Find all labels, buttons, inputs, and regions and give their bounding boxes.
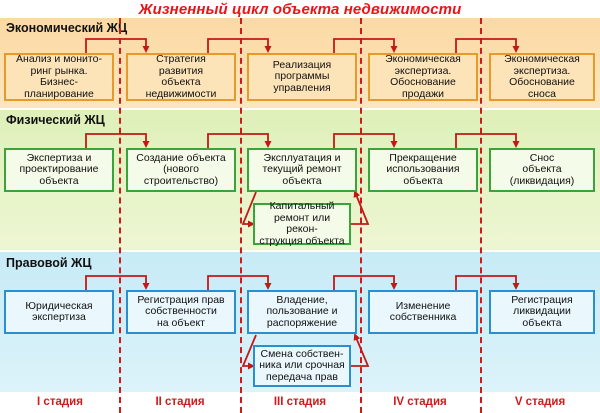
phys-box-capital-repair: Капитальный ремонт или рекон- струкция о… [253,200,351,246]
econ-arrow-1-2 [85,38,150,53]
phys-box-termination: Прекращение использования объекта [368,148,478,192]
econ-box-program: Реализация программы управления [247,53,357,101]
stage-divider [480,18,482,413]
legal-arrow-3-4 [333,275,398,290]
phys-arrow-1-2 [85,133,150,148]
economic-band-label: Экономический ЖЦ [6,21,128,35]
econ-arrow-3-4 [333,38,398,53]
stage-divider [360,18,362,413]
legal-box-liquidation: Регистрация ликвидации объекта [489,290,595,334]
phys-loop-down [241,191,257,228]
phys-arrow-3-4 [333,133,398,148]
legal-loop-down [241,334,257,370]
econ-arrow-4-5 [455,38,520,53]
econ-arrow-2-3 [207,38,272,53]
phys-arrow-2-3 [207,133,272,148]
legal-box-registration: Регистрация прав собственности на объект [126,290,236,334]
phys-box-operation: Эксплуатация и текущий ремонт объекта [247,148,357,192]
stage-label-3: III стадия [273,396,327,408]
legal-band-label: Правовой ЖЦ [6,256,92,270]
stage-label-1: I стадия [37,396,83,408]
legal-box-rights-transfer: Смена собствен- ника или срочная передач… [253,345,351,387]
econ-box-demolition-expertise: Экономическая экспертиза. Обоснование сн… [489,53,595,101]
phys-box-design: Экспертиза и проектирование объекта [4,148,114,192]
legal-box-owner-change: Изменение собственника [368,290,478,334]
phys-box-construction: Создание объекта (нового строительство) [126,148,236,192]
legal-box-ownership: Владение, пользование и распоряжение [247,290,357,334]
stage-label-2: II стадия [155,396,205,408]
econ-box-strategy: Стратегия развития объекта недвижимости [126,53,236,101]
stage-divider [119,18,121,413]
phys-loop-up [350,190,370,225]
stage-label-5: V стадия [514,396,566,408]
phys-box-demolition: Снос объекта (ликвидация) [489,148,595,192]
legal-box-expertise: Юридическая экспертиза [4,290,114,334]
legal-arrow-1-2 [85,275,150,290]
legal-loop-up [350,333,370,367]
stage-label-4: IV стадия [393,396,447,408]
phys-arrow-4-5 [455,133,520,148]
legal-arrow-4-5 [455,275,520,290]
legal-arrow-2-3 [207,275,272,290]
econ-box-sale-expertise: Экономическая экспертиза. Обоснование пр… [368,53,478,101]
econ-box-market-analysis: Анализ и монито- ринг рынка. Бизнес- пла… [4,53,114,101]
diagram-title: Жизненный цикл объекта недвижимости [138,1,462,18]
physical-band-label: Физический ЖЦ [6,113,105,127]
stage-divider [240,18,242,413]
